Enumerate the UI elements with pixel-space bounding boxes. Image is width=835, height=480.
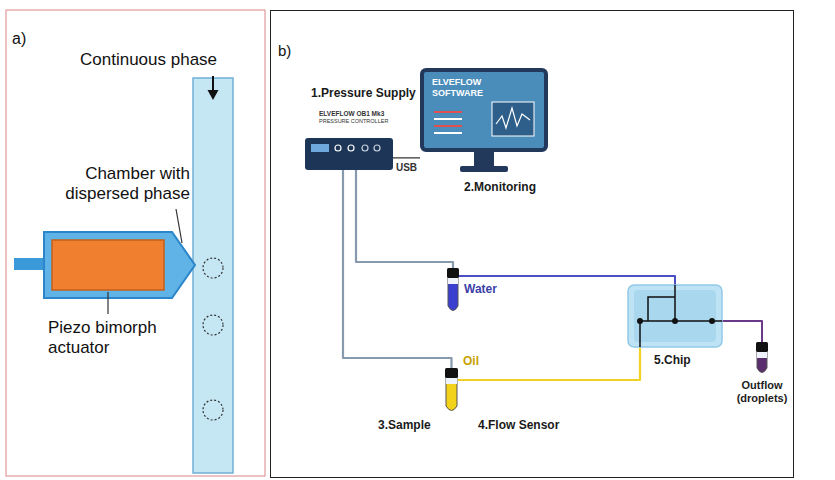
screen-line	[434, 132, 462, 134]
node-heading: 2.Monitoring	[464, 180, 536, 194]
tube-air	[757, 352, 767, 358]
panel-b-frame	[271, 11, 794, 478]
screen-line	[434, 125, 462, 127]
droplet	[203, 258, 223, 278]
port	[348, 145, 354, 151]
pressure-tube	[343, 170, 452, 368]
part-label: Piezo bimorph actuator	[48, 318, 198, 358]
controller-body	[305, 138, 393, 170]
screen-label: ELVEFLOW SOFTWARE	[432, 77, 496, 99]
tube-air	[448, 278, 458, 284]
oil-tube: Oil	[445, 368, 458, 412]
panel-letter: b)	[278, 42, 291, 60]
leader-line	[176, 209, 182, 243]
channel	[193, 78, 233, 473]
device-label: PRESSURE CONTROLLER	[319, 118, 388, 125]
chip-port	[672, 318, 678, 324]
monitor-screen	[422, 70, 546, 150]
screen-chart-line	[496, 108, 530, 128]
part-label: 4.Flow Sensor	[478, 418, 559, 432]
outflow-tube: Outflow (droplets)	[756, 342, 768, 374]
port	[374, 145, 380, 151]
leader-line	[107, 292, 108, 314]
tube-cap	[445, 368, 458, 378]
port	[362, 145, 368, 151]
dispersed-phase-chamber	[44, 232, 195, 298]
screen-line	[434, 111, 462, 113]
pressure-tube	[356, 170, 453, 268]
usb-cable	[393, 157, 420, 159]
sample-label: Water	[464, 282, 497, 296]
flow-arrow-head	[208, 90, 219, 100]
screen-line	[434, 118, 462, 120]
part-label: Chamber with dispersed phase	[50, 164, 190, 204]
screen-chart	[492, 102, 534, 136]
controller-display	[311, 144, 329, 152]
chip-channel	[640, 285, 722, 347]
chip-port	[637, 318, 643, 324]
tube-cap	[756, 342, 768, 352]
droplet	[203, 400, 223, 420]
chip-port	[709, 318, 715, 324]
node-heading: 5.Chip	[654, 353, 691, 367]
shape-outline	[447, 268, 459, 312]
outflow-tubing	[722, 321, 762, 342]
shape-outline	[305, 138, 393, 170]
outflow-label: Outflow (droplets)	[732, 379, 792, 405]
port	[335, 145, 341, 151]
panel-letter: a)	[12, 30, 26, 49]
pressure-controller: 1.Pressure SupplyELVEFLOW OB1 Mk3PRESSUR…	[305, 138, 393, 170]
device-label: ELVEFLOW OB1 Mk3	[319, 110, 384, 118]
tube-liquid	[448, 278, 458, 311]
monitor-base	[460, 166, 508, 172]
inlet	[14, 258, 48, 270]
sample-label: Oil	[463, 354, 479, 368]
part-label: Continuous phase	[80, 50, 217, 70]
monitor: ELVEFLOW SOFTWARE2.Monitoring	[420, 68, 548, 176]
piezo-actuator	[52, 240, 164, 290]
chip-body	[628, 285, 722, 347]
shape-outline	[756, 342, 768, 374]
oil-tubing	[458, 347, 640, 380]
water-tube: Water	[447, 268, 459, 312]
tube-air	[446, 378, 457, 384]
tube-liquid	[757, 352, 767, 373]
part-label: 3.Sample	[378, 418, 431, 432]
shape-outline	[445, 368, 458, 412]
flow-arrow	[212, 76, 214, 91]
droplet	[203, 315, 223, 335]
shape-outline	[628, 285, 722, 347]
node-heading: 1.Pressure Supply	[311, 86, 416, 100]
chip: 5.Chip	[628, 285, 722, 347]
panel-a-frame	[6, 10, 265, 476]
tube-liquid	[446, 378, 457, 411]
monitor-stand	[474, 152, 494, 166]
edge-label: USB	[394, 162, 419, 173]
tube-cap	[447, 268, 459, 278]
